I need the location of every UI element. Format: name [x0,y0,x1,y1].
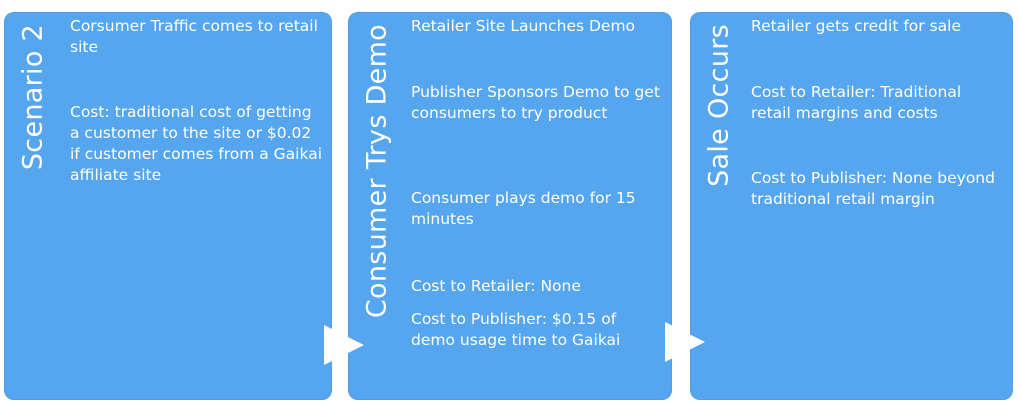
panel-consumer-demo-para-2: Publisher Sponsors Demo to get consumers… [411,83,660,122]
panel-sale-para-1: Retailer gets credit for sale [751,17,961,35]
panel-consumer-demo-para-3: Consumer plays demo for 15 minutes [411,189,636,228]
panel-consumer-demo: Consumer Trys Demo Retailer Site Launche… [348,12,672,400]
panel-consumer-demo-para-1: Retailer Site Launches Demo [411,17,636,35]
panel-scenario-title: Scenario 2 [4,12,62,400]
panel-sale: Sale Occurs Retailer gets credit for sal… [690,12,1013,400]
panel-sale-para-3: Cost to Publisher: None beyond tradition… [751,169,995,208]
panel-scenario-para-1: Corsumer Traffic comes to retail site [70,17,318,56]
flow-arrow-icon [665,322,705,362]
panel-scenario-title-text: Scenario 2 [17,24,49,171]
panel-sale-title-text: Sale Occurs [703,24,735,187]
panel-consumer-demo-title-text: Consumer Trys Demo [361,24,393,319]
panel-consumer-demo-para-4: Cost to Retailer: None [411,277,581,295]
panel-sale-para-2: Cost to Retailer: Traditional retail mar… [751,83,962,122]
flow-arrow-icon [324,325,364,365]
panel-consumer-demo-para-5: Cost to Publisher: $0.15 of demo usage t… [411,310,621,349]
panel-scenario: Scenario 2 Corsumer Traffic comes to ret… [4,12,332,400]
panel-scenario-para-2: Cost: traditional cost of getting a cust… [70,103,322,184]
